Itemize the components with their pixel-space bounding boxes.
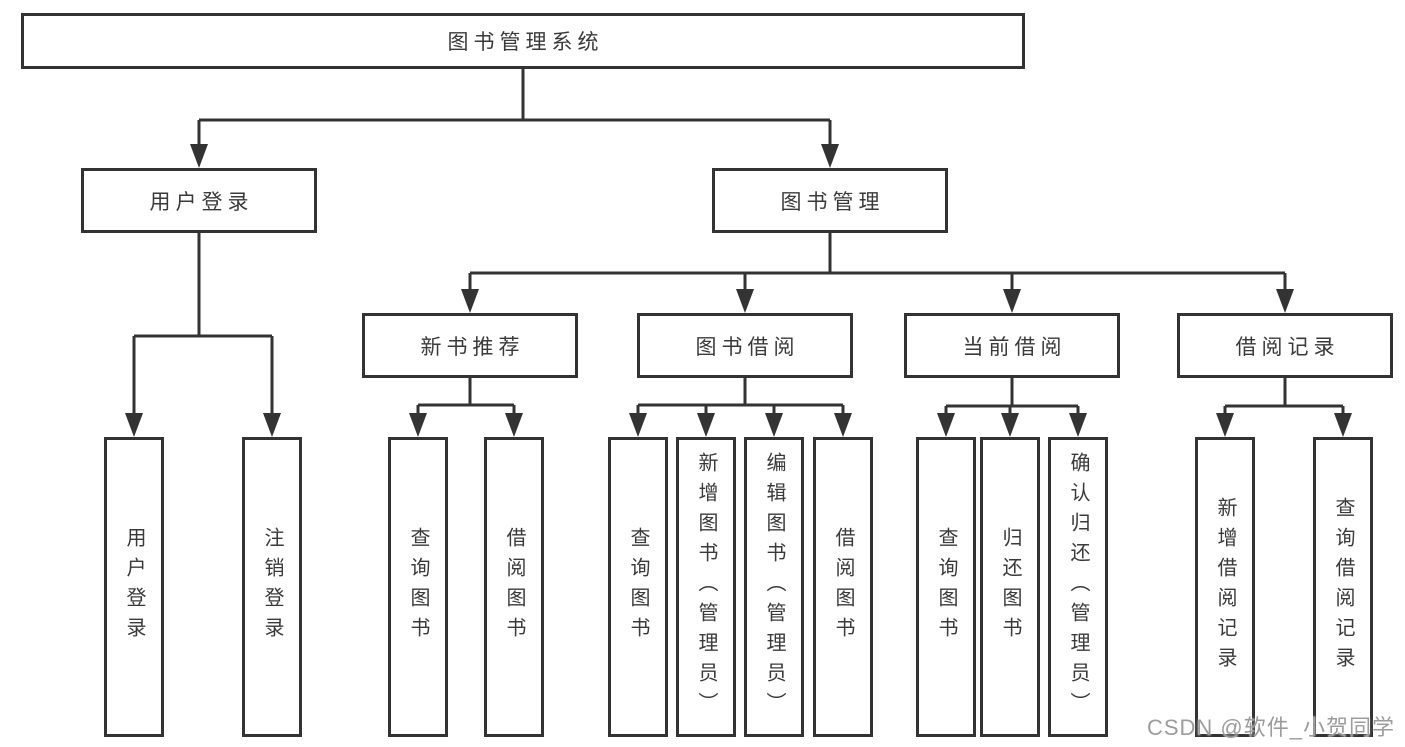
leaf-logout: 注销登录 bbox=[242, 437, 302, 737]
node-root-system-label: 图书管理系统 bbox=[447, 31, 604, 54]
leaf-query-books-1: 查询图书 bbox=[388, 437, 448, 737]
leaf-query-books-3: 查询图书 bbox=[916, 437, 976, 737]
leaf-return-books: 归还图书 bbox=[980, 437, 1040, 737]
leaf-add-book-admin-label: 新增图书（管理员） bbox=[695, 452, 717, 722]
leaf-query-borrow-record: 查询借阅记录 bbox=[1313, 437, 1373, 737]
watermark: CSDN @软件_小贺同学 bbox=[1146, 715, 1395, 740]
leaf-query-books-2: 查询图书 bbox=[608, 437, 668, 737]
leaf-user-login-label: 用户登录 bbox=[123, 527, 145, 647]
leaf-add-book-admin: 新增图书（管理员） bbox=[676, 437, 736, 737]
connector-root-to-level2 bbox=[190, 68, 839, 168]
leaf-query-books-3-label: 查询图书 bbox=[935, 527, 957, 647]
node-new-book-recommend: 新书推荐 bbox=[362, 313, 578, 378]
node-current-borrow: 当前借阅 bbox=[904, 313, 1120, 378]
connector-book-mgmt-branch bbox=[461, 232, 1294, 313]
leaf-confirm-return-admin: 确认归还（管理员） bbox=[1048, 437, 1108, 737]
node-current-borrow-label: 当前借阅 bbox=[962, 335, 1067, 359]
node-book-borrow-label: 图书借阅 bbox=[695, 335, 800, 359]
connector-borrow-records-branch bbox=[1216, 376, 1352, 437]
leaf-borrow-books-1-label: 借阅图书 bbox=[503, 527, 525, 647]
leaf-confirm-return-admin-label: 确认归还（管理员） bbox=[1067, 452, 1089, 722]
connector-current-borrow-branch bbox=[937, 376, 1087, 437]
leaf-return-books-label: 归还图书 bbox=[999, 527, 1021, 647]
node-user-login: 用户登录 bbox=[81, 168, 317, 233]
leaf-add-borrow-record-label: 新增借阅记录 bbox=[1214, 497, 1236, 677]
connector-new-book-branch bbox=[409, 376, 523, 437]
leaf-add-borrow-record: 新增借阅记录 bbox=[1195, 437, 1255, 737]
leaf-user-login: 用户登录 bbox=[104, 437, 164, 737]
node-new-book-recommend-label: 新书推荐 bbox=[420, 335, 525, 359]
node-borrow-records-label: 借阅记录 bbox=[1235, 335, 1340, 359]
node-book-mgmt-label: 图书管理 bbox=[780, 190, 885, 214]
leaf-edit-book-admin-label: 编辑图书（管理员） bbox=[763, 452, 785, 722]
leaf-borrow-books-2-label: 借阅图书 bbox=[832, 527, 854, 647]
node-borrow-records: 借阅记录 bbox=[1177, 313, 1393, 378]
connector-user-login-branch bbox=[125, 232, 281, 437]
leaf-edit-book-admin: 编辑图书（管理员） bbox=[744, 437, 804, 737]
leaf-query-books-1-label: 查询图书 bbox=[407, 527, 429, 647]
leaf-borrow-books-1: 借阅图书 bbox=[484, 437, 544, 737]
leaf-logout-label: 注销登录 bbox=[261, 527, 283, 647]
node-user-login-label: 用户登录 bbox=[149, 190, 254, 214]
connector-book-borrow-branch bbox=[629, 376, 852, 437]
node-book-borrow: 图书借阅 bbox=[637, 313, 853, 378]
leaf-query-borrow-record-label: 查询借阅记录 bbox=[1332, 497, 1354, 677]
node-book-mgmt: 图书管理 bbox=[712, 168, 948, 233]
leaf-query-books-2-label: 查询图书 bbox=[627, 527, 649, 647]
leaf-borrow-books-2: 借阅图书 bbox=[813, 437, 873, 737]
node-root-system: 图书管理系统 bbox=[21, 13, 1025, 69]
